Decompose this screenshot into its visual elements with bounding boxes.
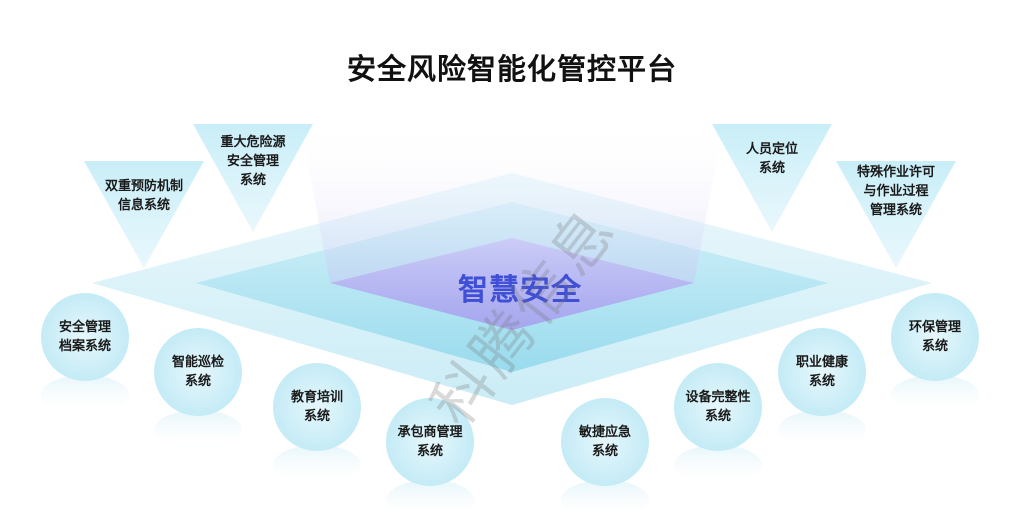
circle-emergency-label-line: 敏捷应急 <box>578 425 631 440</box>
triangle-major-hazard-label: 重大危险源安全管理系统 <box>193 133 313 190</box>
triangle-special-work <box>836 161 956 268</box>
circle-reflection <box>154 410 242 450</box>
circle-reflection <box>273 445 361 485</box>
circle-training-label-line: 系统 <box>303 409 330 424</box>
circle-reflection <box>674 445 762 485</box>
circle-reflection <box>778 410 866 450</box>
circle-safety-archive <box>41 293 129 381</box>
circle-environment <box>891 293 979 381</box>
circle-occupational-health-label: 职业健康系统 <box>762 353 882 391</box>
triangle-risk-prevention-label-line: 双重预防机制 <box>104 179 183 194</box>
circle-smart-patrol-label: 智能巡检系统 <box>138 353 258 391</box>
circle-reflection <box>41 375 129 415</box>
circle-reflection <box>561 480 649 520</box>
light-beam <box>300 120 724 330</box>
triangle-special-work-label-line: 管理系统 <box>869 203 922 218</box>
circle-environment-label-line: 环保管理 <box>908 320 961 335</box>
circle-emergency-label-line: 系统 <box>591 444 618 459</box>
circle-occupational-health-label-line: 系统 <box>808 374 835 389</box>
circle-smart-patrol <box>154 328 242 416</box>
circle-emergency <box>561 398 649 486</box>
circle-contractor <box>386 398 474 486</box>
circle-safety-archive-label: 安全管理档案系统 <box>25 318 145 356</box>
triangle-major-hazard <box>193 124 313 232</box>
circle-environment-label: 环保管理系统 <box>875 318 995 356</box>
triangle-risk-prevention <box>84 161 204 268</box>
circle-smart-patrol-label-line: 系统 <box>184 374 211 389</box>
triangle-major-hazard-label-line: 系统 <box>239 173 266 188</box>
circle-safety-archive-label-line: 档案系统 <box>58 339 111 354</box>
triangle-special-work-label-line: 特殊作业许可 <box>856 165 935 180</box>
circle-safety-archive-label-line: 安全管理 <box>58 320 111 335</box>
circle-equipment-label-line: 系统 <box>704 409 731 424</box>
circle-training-label: 教育培训系统 <box>257 388 377 426</box>
triangle-special-work-label-line: 与作业过程 <box>863 184 929 199</box>
circle-contractor-label-line: 系统 <box>416 444 443 459</box>
triangle-major-hazard-label-line: 重大危险源 <box>220 135 286 150</box>
triangle-personnel-location-label: 人员定位系统 <box>712 140 832 178</box>
circle-training <box>273 363 361 451</box>
triangle-personnel-location-label-line: 人员定位 <box>745 142 798 157</box>
triangle-personnel-location <box>712 124 832 232</box>
circle-equipment <box>674 363 762 451</box>
page-title: 安全风险智能化管控平台 <box>346 52 677 86</box>
circle-training-label-line: 教育培训 <box>290 390 343 405</box>
triangle-major-hazard-label-line: 安全管理 <box>226 154 279 169</box>
circle-environment-label-line: 系统 <box>921 339 948 354</box>
center-label: 智慧安全 <box>458 273 582 308</box>
circle-emergency-label: 敏捷应急系统 <box>545 423 665 461</box>
circle-occupational-health <box>778 328 866 416</box>
circle-contractor-label: 承包商管理系统 <box>370 423 490 461</box>
circle-occupational-health-label-line: 职业健康 <box>795 355 848 370</box>
triangle-risk-prevention-label: 双重预防机制信息系统 <box>84 177 204 215</box>
triangle-risk-prevention-label-line: 信息系统 <box>117 198 170 213</box>
circle-equipment-label: 设备完整性系统 <box>658 388 778 426</box>
triangle-personnel-location-label-line: 系统 <box>758 161 785 176</box>
triangle-special-work-label: 特殊作业许可与作业过程管理系统 <box>836 163 956 220</box>
circle-reflection <box>891 375 979 415</box>
circle-reflection <box>386 480 474 520</box>
circle-contractor-label-line: 承包商管理 <box>397 425 463 440</box>
circle-equipment-label-line: 设备完整性 <box>685 390 751 405</box>
circle-smart-patrol-label-line: 智能巡检 <box>171 355 224 370</box>
